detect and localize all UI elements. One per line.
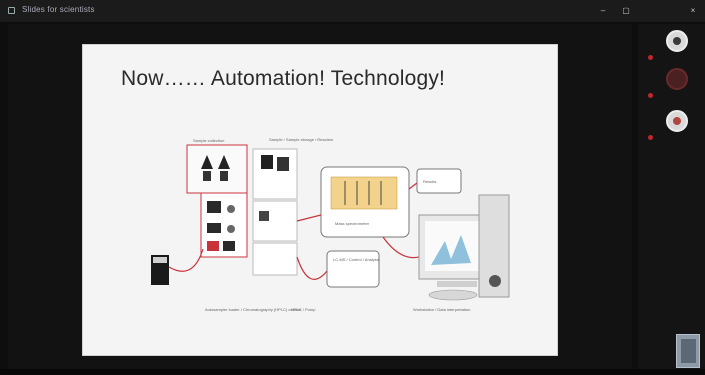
self-view-thumbnail[interactable] [676, 334, 700, 368]
window-title: Slides for scientists [22, 5, 95, 14]
autosampler-icon [200, 192, 248, 258]
mic-muted-icon [648, 135, 653, 140]
workstation-computer-icon [418, 194, 510, 301]
sample-vials-icon [186, 144, 248, 194]
sample-storage-caption: Sample / Sample storage / Reaction [269, 137, 333, 142]
minimize-button[interactable]: – [600, 6, 606, 15]
participant-avatar [666, 68, 688, 90]
workflow-diagram: Sample collection Sample / Sample storag… [151, 137, 510, 312]
maximize-button[interactable]: ▢ [622, 6, 630, 15]
participant-tile[interactable] [648, 110, 698, 142]
window-status-label [640, 4, 678, 17]
close-button[interactable]: × [690, 6, 696, 15]
mass-spectrometer-caption: Mass spectrometer [335, 221, 370, 226]
autosampler-caption: Autosampler loader / Chromatography (HPL… [205, 307, 301, 312]
self-view-image [681, 339, 696, 363]
mic-muted-icon [648, 55, 653, 60]
slide-title: Now…… Automation! Technology! [121, 67, 446, 90]
app-icon [8, 7, 15, 14]
window-titlebar: Slides for scientists – ▢ × [0, 0, 705, 22]
mass-spectrometer-icon [320, 166, 410, 238]
participant-avatar-initials [673, 37, 681, 45]
hplc-pump-caption: HPLC / Pump [291, 307, 316, 312]
mic-muted-icon [648, 93, 653, 98]
participants-panel [638, 24, 705, 369]
bottom-edge [0, 369, 705, 375]
participant-avatar-initials [673, 117, 681, 125]
hplc-pump-icon [252, 148, 298, 276]
control-box-icon [326, 250, 380, 288]
participant-tile[interactable] [648, 68, 698, 100]
sample-collection-caption: Sample collection [193, 138, 224, 143]
participant-tile[interactable] [648, 30, 698, 62]
vial-rack-icon [151, 255, 169, 285]
workstation-caption: Workstation / Data interpretation [413, 307, 470, 312]
results-caption: Results [423, 179, 436, 184]
presentation-slide: Now…… Automation! Technology! Sample col… [82, 44, 558, 356]
lc-ms-caption: LC-MS / Control / Analysis [333, 257, 380, 262]
results-box-icon [416, 168, 462, 194]
